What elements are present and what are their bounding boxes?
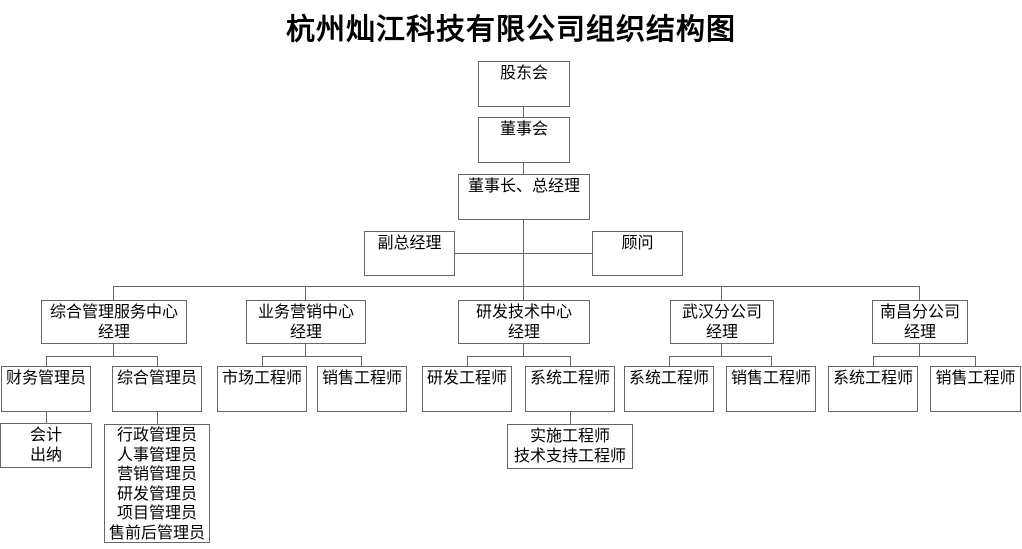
node-general-admin: 综合管理员 — [112, 366, 202, 412]
connector-line — [361, 356, 362, 366]
node-label: 顾问 — [621, 235, 654, 252]
connector-line — [919, 286, 920, 300]
node-wuhan-branch-manager: 武汉分公司 经理 — [670, 300, 774, 344]
node-shareholders: 股东会 — [478, 61, 570, 107]
connector-line — [873, 356, 874, 366]
node-systems-engineer-wuhan: 系统工程师 — [624, 366, 714, 412]
connector-line — [262, 356, 263, 366]
node-label: 经理 — [507, 324, 540, 341]
connector-line — [113, 286, 114, 300]
node-label: 财务管理员 — [5, 370, 86, 387]
node-label: 综合管理员 — [116, 370, 197, 387]
node-label: 董事长、总经理 — [467, 178, 580, 195]
node-label: 综合管理服务中心 — [49, 304, 178, 321]
node-label: 经理 — [97, 324, 130, 341]
node-deputy-gm: 副总经理 — [364, 231, 455, 276]
connector-line — [305, 286, 306, 300]
connector-line — [523, 107, 524, 117]
node-label: 研发工程师 — [426, 370, 507, 387]
connector-line — [455, 253, 592, 254]
node-label: 研发技术中心 — [475, 304, 572, 321]
connector-line — [46, 412, 47, 423]
node-sales-engineer-wuhan: 销售工程师 — [726, 366, 816, 412]
node-chairman-gm: 董事长、总经理 — [458, 174, 590, 220]
connector-line — [523, 286, 524, 300]
node-label: 行政管理员 — [116, 427, 197, 444]
node-label: 销售工程师 — [321, 370, 402, 387]
node-label: 技术支持工程师 — [513, 448, 626, 465]
chart-title: 杭州灿江科技有限公司组织结构图 — [285, 14, 736, 46]
node-label: 业务营销中心 — [257, 304, 354, 321]
connector-line — [669, 356, 772, 357]
node-advisor: 顾问 — [592, 231, 683, 276]
node-label: 南昌分公司 — [879, 304, 960, 321]
node-sales-engineer-marketing: 销售工程师 — [317, 366, 407, 412]
node-nanchang-branch-manager: 南昌分公司 经理 — [872, 300, 968, 344]
connector-line — [975, 356, 976, 366]
node-systems-engineer-rd: 系统工程师 — [525, 366, 615, 412]
connector-line — [467, 356, 571, 357]
connector-line — [919, 344, 920, 356]
node-systems-engineer-nanchang: 系统工程师 — [828, 366, 918, 412]
node-label: 市场工程师 — [221, 370, 302, 387]
connector-line — [262, 356, 362, 357]
connector-line — [113, 286, 920, 287]
connector-line — [523, 344, 524, 356]
node-label: 销售工程师 — [730, 370, 811, 387]
node-label: 经理 — [289, 324, 322, 341]
node-label: 系统工程师 — [628, 370, 709, 387]
connector-line — [771, 356, 772, 366]
node-label: 副总经理 — [377, 235, 442, 252]
node-sales-engineer-nanchang: 销售工程师 — [930, 366, 1021, 412]
connector-line — [46, 356, 158, 357]
connector-line — [157, 412, 158, 424]
connector-line — [570, 412, 571, 424]
node-label: 经理 — [705, 324, 738, 341]
node-label: 系统工程师 — [529, 370, 610, 387]
connector-line — [523, 163, 524, 174]
node-rd-center-manager: 研发技术中心 经理 — [458, 300, 590, 344]
node-admin-staff-list: 行政管理员 人事管理员 营销管理员 研发管理员 项目管理员 售前后管理员 — [104, 424, 210, 543]
node-accountant-cashier: 会计 出纳 — [0, 423, 92, 468]
node-board: 董事会 — [478, 117, 570, 163]
connector-line — [305, 344, 306, 356]
node-label: 实施工程师 — [529, 428, 610, 445]
connector-line — [570, 356, 571, 366]
node-admin-center-manager: 综合管理服务中心 经理 — [41, 300, 187, 344]
connector-line — [873, 356, 976, 357]
connector-line — [157, 356, 158, 366]
node-label: 项目管理员 — [116, 505, 197, 523]
connector-line — [669, 356, 670, 366]
node-label: 股东会 — [499, 65, 548, 82]
node-label: 会计 — [29, 427, 62, 444]
node-label: 经理 — [903, 324, 936, 341]
node-label: 售前后管理员 — [108, 524, 205, 542]
node-label: 系统工程师 — [832, 370, 913, 387]
node-label: 出纳 — [29, 447, 62, 464]
connector-line — [721, 344, 722, 356]
connector-line — [46, 356, 47, 366]
connector-line — [467, 356, 468, 366]
node-label: 营销管理员 — [116, 466, 197, 484]
node-label: 董事会 — [499, 121, 548, 138]
node-label: 武汉分公司 — [681, 304, 762, 321]
node-rd-engineer: 研发工程师 — [422, 366, 512, 412]
node-label: 销售工程师 — [935, 370, 1016, 387]
node-impl-support-engineers: 实施工程师 技术支持工程师 — [507, 424, 633, 469]
connector-line — [721, 286, 722, 300]
node-label: 人事管理员 — [116, 446, 197, 464]
node-market-engineer: 市场工程师 — [217, 366, 307, 412]
node-finance-admin: 财务管理员 — [1, 366, 91, 412]
node-marketing-center-manager: 业务营销中心 经理 — [246, 300, 366, 344]
node-label: 研发管理员 — [116, 485, 197, 503]
connector-line — [113, 344, 114, 356]
